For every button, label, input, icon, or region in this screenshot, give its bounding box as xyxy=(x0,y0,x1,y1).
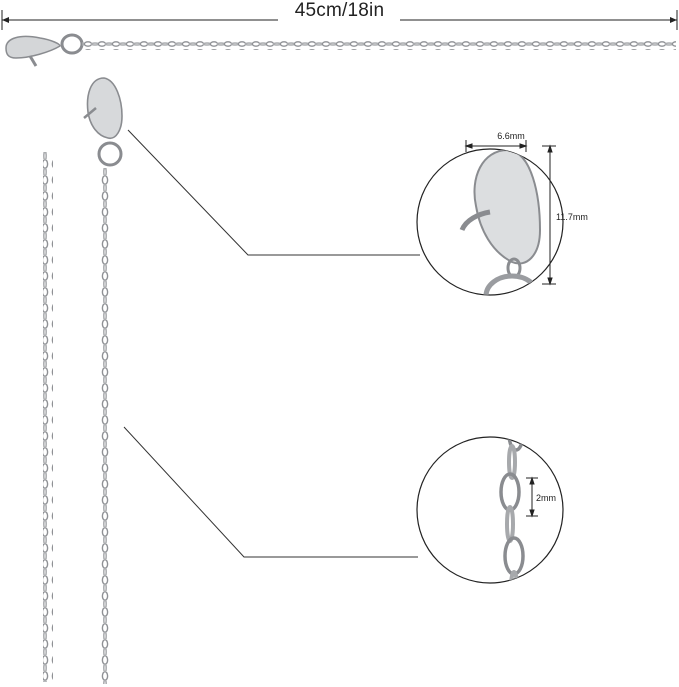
clasp-height-label: 11.7mm xyxy=(556,212,588,222)
horizontal-chain xyxy=(5,33,676,67)
link-detail-circle xyxy=(416,436,564,584)
link-size-dimension xyxy=(526,476,538,518)
length-label: 45cm/18in xyxy=(294,0,385,21)
jump-ring-icon xyxy=(97,141,123,167)
lobster-clasp-icon xyxy=(5,33,84,67)
chain-strand xyxy=(100,168,110,684)
clasp-width-dimension xyxy=(464,140,528,152)
length-dimension xyxy=(1,10,678,30)
leader-lines xyxy=(123,129,420,558)
clasp-width-label: 6.6mm xyxy=(497,131,525,141)
clasp-detail-circle xyxy=(416,140,564,296)
vertical-chain-with-clasp xyxy=(83,77,123,684)
chain-strand xyxy=(82,40,676,50)
clasp-height-dimension xyxy=(542,144,556,286)
vertical-chain-left xyxy=(43,152,53,682)
lobster-clasp-icon xyxy=(83,77,123,140)
link-size-label: 2mm xyxy=(536,493,556,503)
